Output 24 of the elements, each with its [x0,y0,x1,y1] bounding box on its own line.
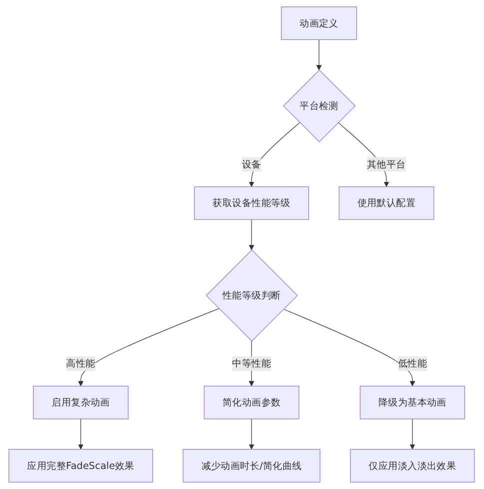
node-box: 启用复杂动画 [33,386,129,420]
arrow [284,308,416,386]
edge-label: 高性能 [66,358,96,370]
arrow [249,219,255,250]
edge-label: 其他平台 [367,158,406,170]
arrow [78,308,220,386]
node-diamond: 平台检测 [283,70,356,142]
arrow [316,39,322,70]
edge-label: 设备 [242,158,262,170]
node-box: 简化动画参数 [204,386,300,420]
node-box: 动画定义 [281,6,358,40]
arrow [410,418,416,450]
node-box: 减少动画时长/简化曲线 [183,449,321,482]
node-box: 降级为基本动画 [360,386,466,420]
arrow [249,122,300,187]
node-box: 仅应用淡入淡出效果 [350,449,476,482]
arrow [78,418,84,450]
edge-label: 中等性能 [232,358,272,370]
node-box: 应用完整FadeScale效果 [8,449,154,482]
arrow [249,418,255,450]
node-diamond: 性能等级判断 [206,250,298,342]
edge-label: 低性能 [398,358,428,370]
node-box: 使用默认配置 [339,186,435,220]
node-box: 获取设备性能等级 [194,186,310,220]
